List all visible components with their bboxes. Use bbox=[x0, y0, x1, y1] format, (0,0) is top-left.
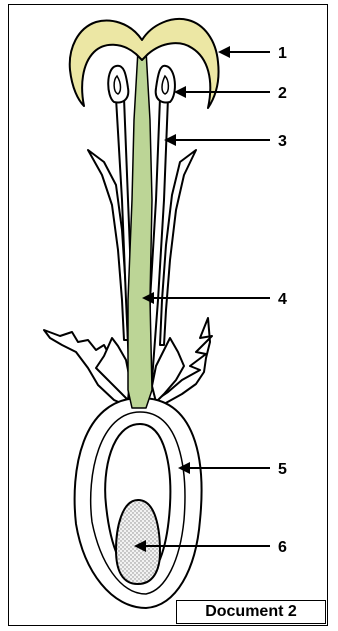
callout-number-1: 1 bbox=[278, 45, 287, 62]
ovule bbox=[116, 500, 160, 584]
callout-arrow-3 bbox=[164, 134, 270, 146]
callout-number-2: 2 bbox=[278, 85, 287, 102]
document-label: Document 2 bbox=[176, 600, 326, 624]
callout-number-5: 5 bbox=[278, 461, 287, 478]
callout-number-4: 4 bbox=[278, 291, 287, 308]
callout-arrow-2 bbox=[174, 86, 270, 98]
callout-number-3: 3 bbox=[278, 133, 287, 150]
style bbox=[128, 50, 152, 408]
callout-number-6: 6 bbox=[278, 539, 287, 556]
callout-arrow-1 bbox=[218, 46, 270, 58]
